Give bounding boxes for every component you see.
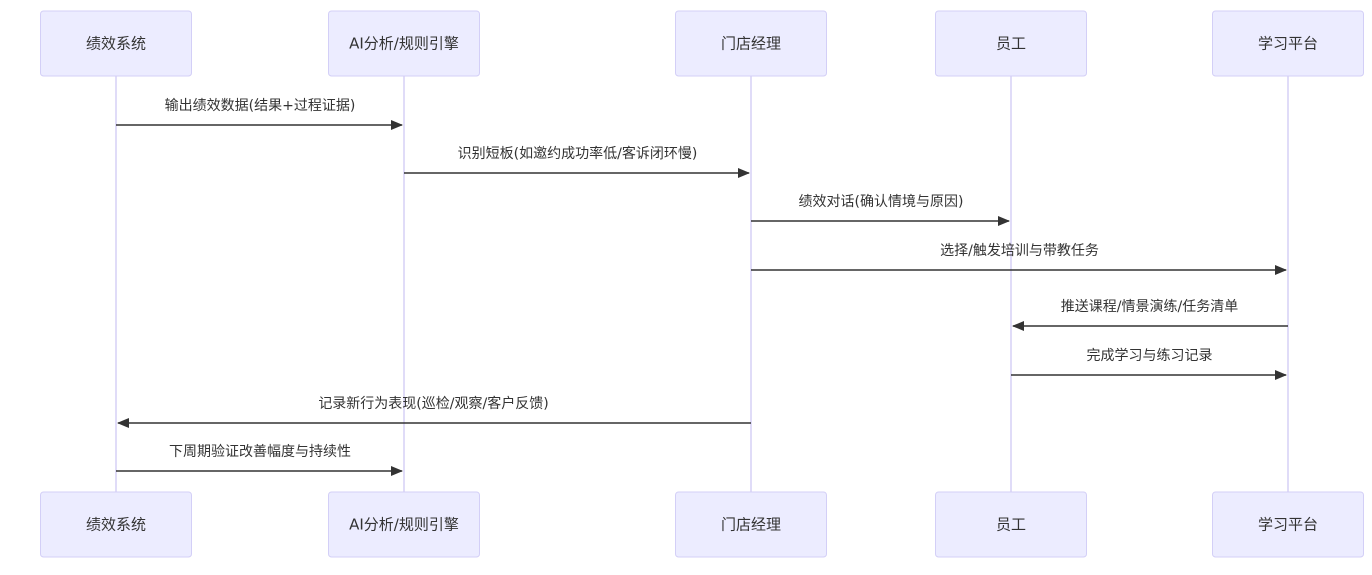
actor-label: 员工 <box>996 516 1026 534</box>
message-6: 完成学习与练习记录 <box>1011 348 1287 380</box>
actor-label: 学习平台 <box>1258 35 1318 53</box>
message-1: 输出绩效数据(结果+过程证据) <box>116 98 403 130</box>
actor-label: 绩效系统 <box>86 516 146 534</box>
actor-box <box>935 491 1087 558</box>
actor-ai-top: AI分析/规则引擎 <box>328 10 480 77</box>
actor-box <box>40 10 192 77</box>
actor-label: 员工 <box>996 35 1026 53</box>
actor-perf-bottom: 绩效系统 <box>40 491 192 558</box>
actor-emp-bottom: 员工 <box>935 491 1087 558</box>
message-label: 选择/触发培训与带教任务 <box>940 243 1099 259</box>
actor-box <box>1212 10 1364 77</box>
message-label: 绩效对话(确认情境与原因) <box>799 194 964 210</box>
actor-box <box>40 491 192 558</box>
message-7: 记录新行为表现(巡检/观察/客户反馈) <box>117 395 751 428</box>
actor-box <box>328 491 480 558</box>
actor-perf-top: 绩效系统 <box>40 10 192 77</box>
message-label: 完成学习与练习记录 <box>1087 348 1213 364</box>
actor-learn-top: 学习平台 <box>1212 10 1364 77</box>
message-5: 推送课程/情景演练/任务清单 <box>1012 299 1288 331</box>
actor-label: 学习平台 <box>1258 516 1318 534</box>
message-label: 记录新行为表现(巡检/观察/客户反馈) <box>318 395 548 412</box>
actor-label: AI分析/规则引擎 <box>349 35 459 53</box>
actor-emp-top: 员工 <box>935 10 1087 77</box>
actor-label: AI分析/规则引擎 <box>349 516 459 534</box>
actor-label: 门店经理 <box>721 516 781 534</box>
message-3: 绩效对话(确认情境与原因) <box>751 194 1010 226</box>
message-label: 下周期验证改善幅度与持续性 <box>169 443 351 460</box>
message-label: 推送课程/情景演练/任务清单 <box>1061 299 1238 315</box>
actor-label: 门店经理 <box>721 35 781 53</box>
message-label: 识别短板(如邀约成功率低/客诉闭环慢) <box>458 145 698 162</box>
message-4: 选择/触发培训与带教任务 <box>751 243 1287 275</box>
actor-mgr-bottom: 门店经理 <box>675 491 827 558</box>
actor-box <box>328 10 480 77</box>
actor-box <box>935 10 1087 77</box>
message-2: 识别短板(如邀约成功率低/客诉闭环慢) <box>404 145 750 178</box>
actor-box <box>675 10 827 77</box>
actor-learn-bottom: 学习平台 <box>1212 491 1364 558</box>
message-8: 下周期验证改善幅度与持续性 <box>116 443 403 476</box>
actor-box <box>1212 491 1364 558</box>
actor-box <box>675 491 827 558</box>
actor-label: 绩效系统 <box>86 35 146 53</box>
actor-mgr-top: 门店经理 <box>675 10 827 77</box>
actor-ai-bottom: AI分析/规则引擎 <box>328 491 480 558</box>
message-label: 输出绩效数据(结果+过程证据) <box>165 98 356 114</box>
